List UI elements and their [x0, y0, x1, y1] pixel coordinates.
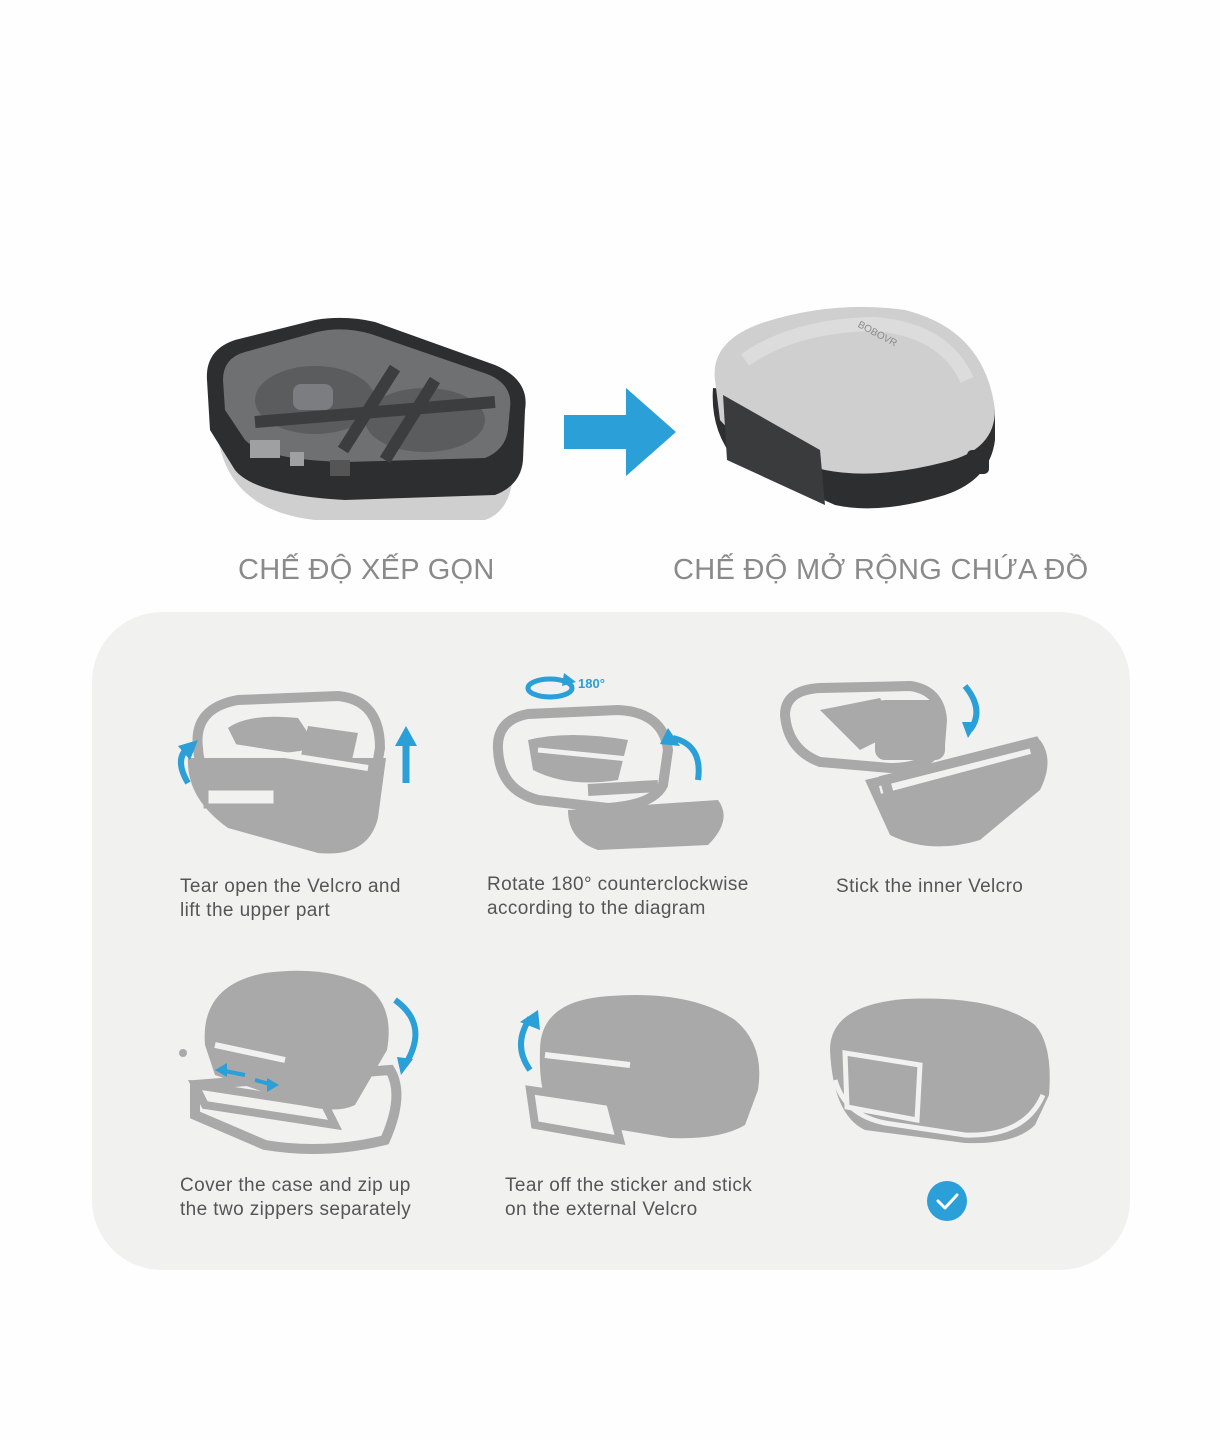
collapsed-case-image: [195, 310, 535, 525]
expanded-case-image: BOBOVR: [705, 300, 1000, 515]
check-circle-icon: [926, 1180, 968, 1222]
case-closed-icon: [825, 995, 1055, 1155]
rotate-ccw-icon: 180°: [520, 668, 625, 704]
case-lift-icon: [168, 688, 428, 858]
case-rotate-icon: [488, 700, 738, 860]
case-sticker-icon: [510, 990, 780, 1155]
case-velcro-icon: [780, 680, 1060, 855]
expanded-mode-label: CHẾ ĐỘ MỞ RỘNG CHỨA ĐỒ: [673, 554, 1089, 586]
rotation-badge: 180°: [578, 676, 605, 691]
collapsed-mode-label: CHẾ ĐỘ XẾP GỌN: [238, 554, 495, 586]
case-zip-icon: [175, 965, 435, 1160]
arrow-right-icon: [564, 388, 676, 476]
step-3-caption: Stick the inner Velcro: [836, 876, 1024, 897]
